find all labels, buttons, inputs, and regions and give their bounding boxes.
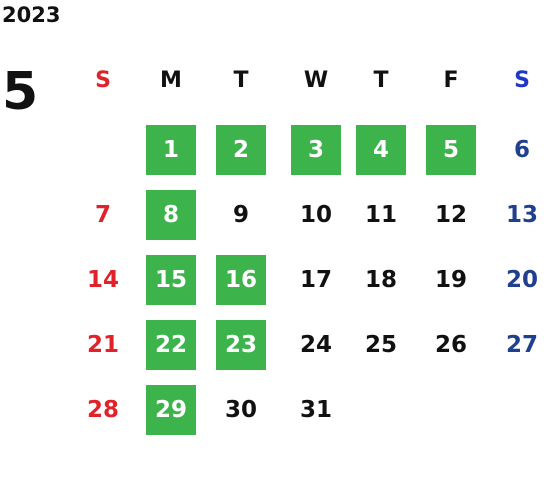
calendar-day-28: 28 [86, 397, 119, 423]
calendar-day-2: 2 [216, 125, 266, 175]
weekday-header-thu: T [373, 68, 389, 93]
calendar-day-27: 27 [505, 332, 538, 358]
calendar-day-11: 11 [364, 202, 397, 228]
calendar-day-5: 5 [426, 125, 476, 175]
calendar-day-21: 21 [86, 332, 119, 358]
calendar-day-29: 29 [146, 385, 196, 435]
calendar-day-1: 1 [146, 125, 196, 175]
calendar-day-24: 24 [299, 332, 332, 358]
calendar-day-3: 3 [291, 125, 341, 175]
calendar-day-17: 17 [299, 267, 332, 293]
calendar-day-22: 22 [146, 320, 196, 370]
calendar-day-25: 25 [364, 332, 397, 358]
calendar-day-7: 7 [94, 202, 111, 228]
calendar-day-6: 6 [513, 137, 530, 163]
calendar-day-16: 16 [216, 255, 266, 305]
calendar-day-8: 8 [146, 190, 196, 240]
calendar-day-31: 31 [299, 397, 332, 423]
calendar-day-12: 12 [434, 202, 467, 228]
weekday-header-mon: M [160, 68, 182, 93]
calendar-day-23: 23 [216, 320, 266, 370]
weekday-header-fri: F [443, 68, 459, 93]
calendar-day-19: 19 [434, 267, 467, 293]
calendar-day-13: 13 [505, 202, 538, 228]
weekday-header-tue: T [233, 68, 249, 93]
calendar-day-26: 26 [434, 332, 467, 358]
calendar-day-20: 20 [505, 267, 538, 293]
weekday-header-sat: S [514, 68, 530, 93]
calendar-day-4: 4 [356, 125, 406, 175]
calendar-day-30: 30 [224, 397, 257, 423]
calendar-day-18: 18 [364, 267, 397, 293]
weekday-header-sun: S [95, 68, 111, 93]
year-label: 2023 [2, 3, 61, 27]
calendar-day-14: 14 [86, 267, 119, 293]
calendar-day-10: 10 [299, 202, 332, 228]
weekday-header-wed: W [303, 68, 329, 93]
calendar-day-9: 9 [232, 202, 249, 228]
calendar-day-15: 15 [146, 255, 196, 305]
month-number: 5 [2, 62, 39, 122]
